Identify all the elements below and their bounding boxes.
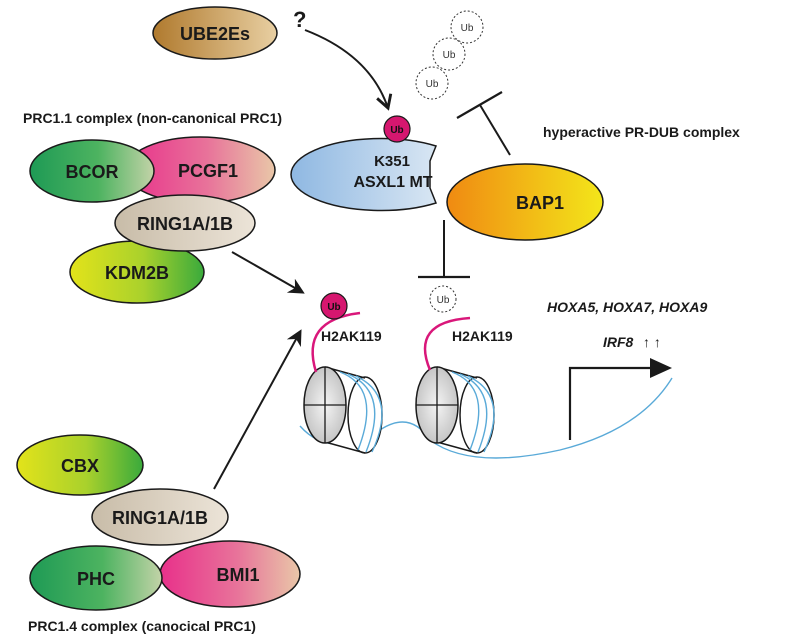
question-mark: ? xyxy=(293,7,306,32)
genes-line2-gene: IRF8 xyxy=(603,334,634,350)
bap1-to-ub-inhibition xyxy=(479,104,511,156)
cbx-label: CBX xyxy=(61,456,99,476)
ube2es-label: UBE2Es xyxy=(180,24,250,44)
floating-ub-2: Ub xyxy=(432,37,466,71)
genes-line1: HOXA5, HOXA7, HOXA9 xyxy=(547,299,707,315)
cbx-node: CBX xyxy=(16,434,144,496)
kdm2b-label: KDM2B xyxy=(105,263,169,283)
h2ak119-right-label: H2AK119 xyxy=(452,328,513,344)
transcription-arrowhead xyxy=(650,358,672,378)
bap1-label: BAP1 xyxy=(516,193,564,213)
bcor-node: BCOR xyxy=(29,139,155,203)
ring-top-node: RING1A/1B xyxy=(114,194,256,252)
asxl1-node: K351 ASXL1 MT xyxy=(290,137,437,212)
floating-ub-2-label: Ub xyxy=(443,50,456,61)
prc11-title: PRC1.1 complex (non-canonical PRC1) xyxy=(23,110,282,126)
nucleosome-right xyxy=(415,366,495,454)
h2a-ub: Ub xyxy=(320,292,348,320)
kdm2b-node: KDM2B xyxy=(69,240,205,304)
h2a-ub-label: Ub xyxy=(327,302,340,313)
asxl1-ub: Ub xyxy=(383,115,411,143)
ube2es-to-ub-arrow xyxy=(304,29,393,111)
prc14-title: PRC1.4 complex (canocical PRC1) xyxy=(28,618,256,634)
floating-ub-1-label: Ub xyxy=(461,23,474,34)
asxl1-ub-label: Ub xyxy=(390,125,403,136)
ring-bottom-node: RING1A/1B xyxy=(91,488,229,546)
removed-ub-label: Ub xyxy=(437,295,450,306)
hyperactive-label: hyperactive PR-DUB complex xyxy=(543,124,740,140)
h2a-tail-right xyxy=(423,316,471,371)
phc-node: PHC xyxy=(29,545,163,611)
nucleosome-left xyxy=(303,366,383,454)
bmi1-label: BMI1 xyxy=(216,565,259,585)
floating-ub-3: Ub xyxy=(415,66,449,100)
ring-bottom-label: RING1A/1B xyxy=(112,508,208,528)
removed-ub: Ub xyxy=(429,285,457,313)
transcription-arrow xyxy=(568,366,658,440)
ube2es-node: UBE2Es xyxy=(152,6,278,60)
ring-top-label: RING1A/1B xyxy=(137,214,233,234)
prc11-to-h2a-arrow xyxy=(231,251,305,294)
h2a-tail-left xyxy=(311,311,361,373)
phc-label: PHC xyxy=(77,569,115,589)
genes-line2-arrows: ↑ ↑ xyxy=(643,334,661,350)
h2ak119-left-label: H2AK119 xyxy=(321,328,382,344)
bcor-label: BCOR xyxy=(66,162,119,182)
pcgf1-label: PCGF1 xyxy=(178,161,238,181)
floating-ub-1: Ub xyxy=(450,10,484,44)
bmi1-node: BMI1 xyxy=(159,540,301,608)
k351-label: K351 xyxy=(374,153,410,170)
bap1-node: BAP1 xyxy=(446,163,604,241)
floating-ub-3-label: Ub xyxy=(426,79,439,90)
asxl1-label: ASXL1 MT xyxy=(353,174,432,191)
bap1-inhibition-bar xyxy=(456,91,503,119)
prc14-to-h2a-arrow xyxy=(213,329,302,490)
